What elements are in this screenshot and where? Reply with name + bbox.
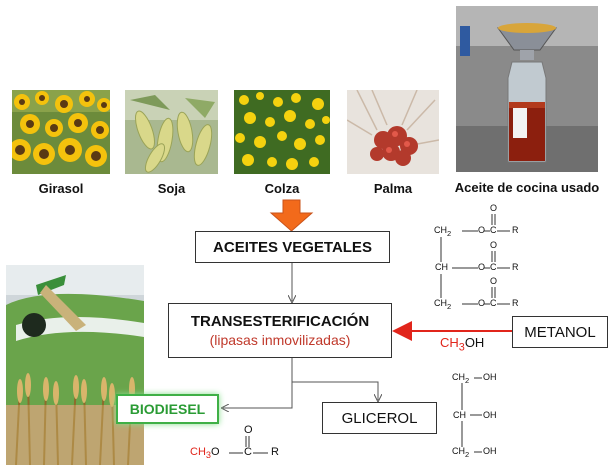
biodiesel-box: BIODIESEL xyxy=(116,394,219,424)
triglyceride-row2-c: C xyxy=(490,262,497,272)
triglyceride-row3-c: C xyxy=(490,298,497,308)
triglyceride-row1-o: O xyxy=(478,225,486,235)
caption-soja: Soja xyxy=(157,181,186,196)
lipases-subtitle: (lipasas inmovilizadas) xyxy=(209,332,351,348)
soy-photo xyxy=(125,90,218,174)
triglyceride-row1-r: R xyxy=(512,225,519,235)
vegetable-oils-box: ACEITES VEGETALES xyxy=(195,231,390,263)
glycerol-row3: CH2 xyxy=(452,446,470,459)
triglyceride-row2-top-o: O xyxy=(490,240,498,250)
caption-palma: Palma xyxy=(373,181,413,196)
methanol-label: METANOL xyxy=(524,323,596,341)
biodiesel-label: BIODIESEL xyxy=(129,401,206,417)
transesterification-box: TRANSESTERIFICACIÓN (lipasas inmovilizad… xyxy=(168,303,392,358)
glycerol-row2: CH xyxy=(453,410,466,420)
ester-formula-top-o: O xyxy=(244,424,253,436)
triglyceride-row3: CH2 xyxy=(434,298,452,311)
glycerol-row3-oh: OH xyxy=(483,446,497,456)
used-oil-bottle-photo xyxy=(456,6,598,172)
transesterification-title: TRANSESTERIFICACIÓN xyxy=(190,313,370,330)
rapeseed-photo xyxy=(234,90,330,174)
ester-formula-c: C xyxy=(244,446,252,458)
vegetable-oils-label: ACEITES VEGETALES xyxy=(213,238,372,256)
triglyceride-row2: CH xyxy=(435,262,448,272)
glycerol-row1: CH2 xyxy=(452,372,470,385)
glycerol-box: GLICEROL xyxy=(322,402,437,434)
triglyceride-row3-top-o: O xyxy=(490,276,498,286)
methanol-formula: CH3OH xyxy=(440,335,485,354)
triglyceride-row2-o: O xyxy=(478,262,486,272)
triglyceride-row2-r: R xyxy=(512,262,519,272)
sunflower-photo xyxy=(12,90,110,174)
biodiesel-car-wheat-photo xyxy=(6,265,144,465)
glycerol-row2-oh: OH xyxy=(483,410,497,420)
glycerol-label: GLICEROL xyxy=(341,409,418,427)
glycerol-row1-oh: OH xyxy=(483,372,497,382)
triglyceride-row1-top-o: O xyxy=(490,203,498,213)
palm-photo xyxy=(347,90,439,174)
ester-formula-ch3o: CH3O xyxy=(190,446,220,461)
orange-down-arrow xyxy=(269,199,314,232)
triglyceride-row1: CH2 xyxy=(434,225,452,238)
methanol-box: METANOL xyxy=(512,316,608,348)
caption-girasol: Girasol xyxy=(38,181,84,196)
triglyceride-row3-r: R xyxy=(512,298,519,308)
caption-colza: Colza xyxy=(264,181,300,196)
ester-formula-r: R xyxy=(271,446,279,458)
triglyceride-row3-o: O xyxy=(478,298,486,308)
triglyceride-row1-c: C xyxy=(490,225,497,235)
caption-used-cooking-oil: Aceite de cocina usado xyxy=(454,180,600,195)
